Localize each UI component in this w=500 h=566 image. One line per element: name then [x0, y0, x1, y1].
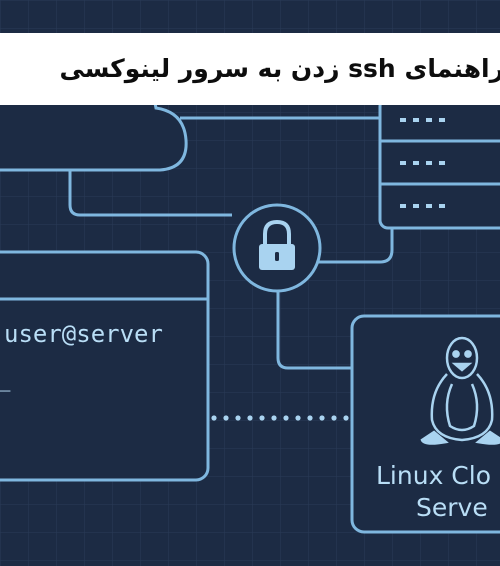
server-rack-icon — [378, 96, 500, 230]
lock-icon — [232, 203, 322, 293]
cloud-drop-line — [68, 170, 232, 217]
banner-title: راهنمای ssh زدن به سرور لینوکسی — [59, 54, 500, 83]
dotted-connection — [211, 415, 349, 421]
server-label-line2: Serve — [416, 493, 488, 522]
title-banner: راهنمای ssh زدن به سرور لینوکسی — [0, 33, 500, 105]
lock-to-rack-line — [318, 226, 394, 264]
rack-slot-lights — [400, 118, 445, 208]
tux-penguin-icon — [420, 336, 500, 445]
terminal-prompt: user@server — [4, 320, 163, 348]
lock-to-server-line — [276, 292, 353, 370]
terminal-cursor: _ — [0, 364, 11, 392]
server-label-line1: Linux Clo — [376, 461, 491, 490]
connector-lines — [68, 116, 394, 370]
terminal-window: user@server _ — [0, 250, 210, 482]
linux-server-card: Linux Clo Serve — [350, 314, 500, 534]
